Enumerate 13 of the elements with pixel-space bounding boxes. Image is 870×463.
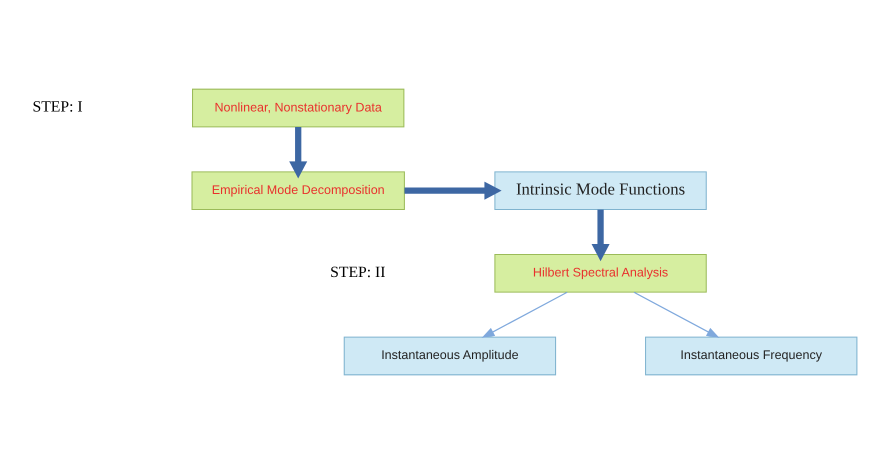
- node-box: Hilbert Spectral Analysis: [494, 253, 707, 292]
- arrow: [482, 291, 568, 338]
- label: STEP: I: [32, 98, 83, 116]
- node-box: Empirical Mode Decomposition: [191, 170, 405, 210]
- arrow: [592, 209, 610, 261]
- node-box: Instantaneous Frequency: [645, 336, 858, 375]
- arrow: [404, 181, 502, 200]
- node-box: Intrinsic Mode Functions: [494, 170, 707, 210]
- arrow: [289, 126, 308, 178]
- label: STEP: II: [330, 263, 386, 280]
- arrow: [634, 291, 720, 338]
- node-box: Nonlinear, Nonstationary Data: [192, 88, 404, 127]
- node-box: Instantaneous Amplitude: [344, 336, 556, 375]
